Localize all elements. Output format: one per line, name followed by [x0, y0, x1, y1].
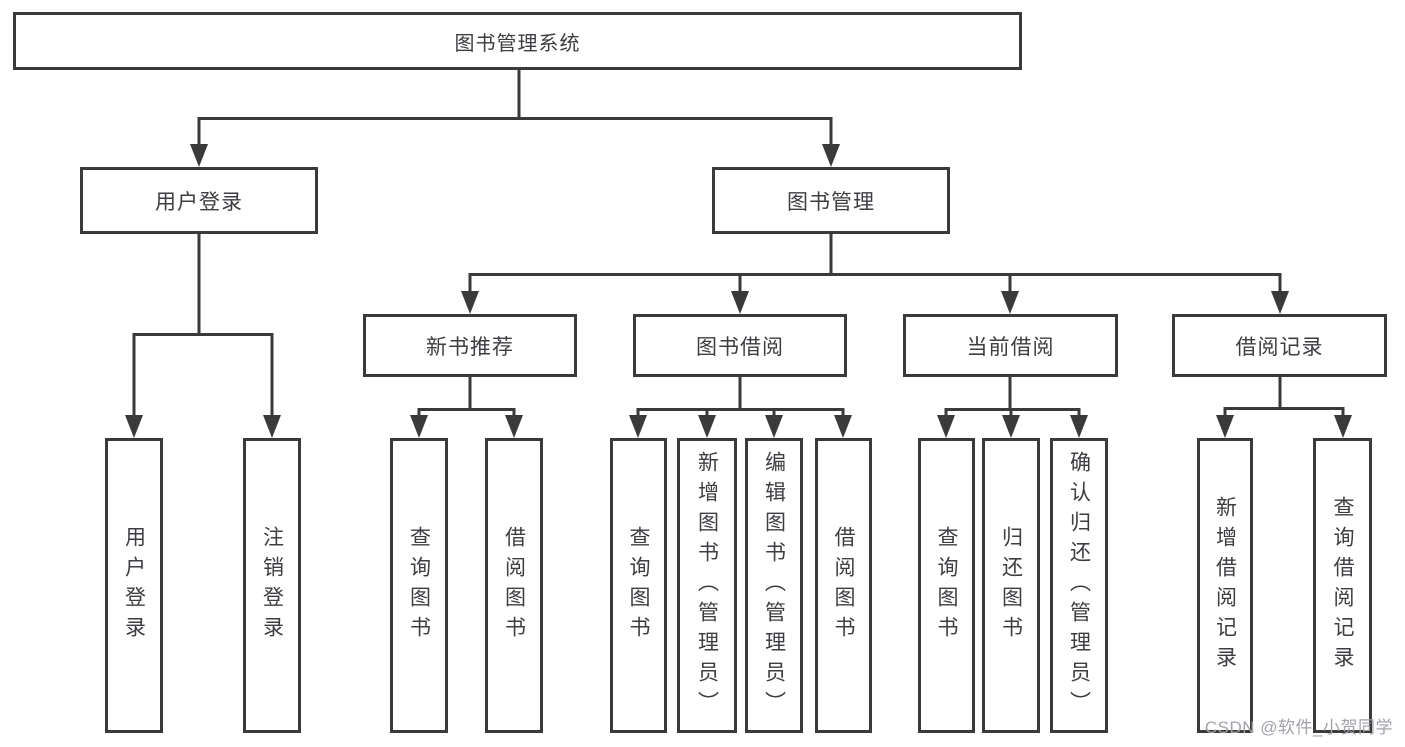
leaf-current-query-books: 查询图书 [918, 438, 975, 733]
node-user-login-label: 用户登录 [155, 190, 243, 214]
node-new-book-recommendation: 新书推荐 [363, 314, 577, 377]
node-borrowing-records-label: 借阅记录 [1235, 335, 1324, 359]
node-current-borrowing: 当前借阅 [903, 314, 1118, 377]
leaf-recommend-borrow-books-label: 借阅图书 [502, 525, 526, 646]
leaf-logout-login-label: 注销登录 [260, 525, 284, 646]
leaf-borrowing-borrow-books-label: 借阅图书 [832, 525, 855, 646]
leaf-logout-login: 注销登录 [243, 438, 301, 733]
leaf-borrowing-query-books-label: 查询图书 [627, 525, 650, 646]
leaf-user-login-label: 用户登录 [122, 525, 146, 646]
leaf-current-confirm-return-admin: 确认归还（管理员） [1050, 438, 1108, 733]
leaf-current-return-books-label: 归还图书 [999, 525, 1023, 646]
leaf-records-add-record-label: 新增借阅记录 [1213, 495, 1237, 676]
watermark-text: CSDN @软件_小贺同学 [1204, 718, 1393, 737]
node-library-system-label: 图书管理系统 [454, 32, 581, 55]
leaf-user-login: 用户登录 [105, 438, 163, 733]
node-library-system: 图书管理系统 [13, 12, 1022, 70]
leaf-records-query-record: 查询借阅记录 [1313, 438, 1372, 733]
node-book-borrowing: 图书借阅 [633, 314, 847, 377]
node-borrowing-records: 借阅记录 [1172, 314, 1387, 377]
node-user-login: 用户登录 [80, 167, 318, 234]
node-current-borrowing-label: 当前借阅 [966, 335, 1055, 359]
leaf-recommend-query-books-label: 查询图书 [407, 525, 431, 646]
leaf-records-add-record: 新增借阅记录 [1197, 438, 1253, 733]
leaf-recommend-query-books: 查询图书 [390, 438, 448, 733]
node-new-book-recommendation-label: 新书推荐 [426, 335, 514, 359]
node-book-management-label: 图书管理 [787, 190, 875, 214]
leaf-borrowing-edit-books-admin-label: 编辑图书（管理员） [762, 450, 786, 721]
leaf-recommend-borrow-books: 借阅图书 [485, 438, 543, 733]
leaf-borrowing-edit-books-admin: 编辑图书（管理员） [745, 438, 803, 733]
leaf-borrowing-add-books-admin: 新增图书（管理员） [677, 438, 737, 733]
leaf-borrowing-borrow-books: 借阅图书 [815, 438, 872, 733]
node-book-borrowing-label: 图书借阅 [696, 335, 784, 359]
leaf-current-confirm-return-admin-label: 确认归还（管理员） [1067, 450, 1091, 721]
node-book-management: 图书管理 [712, 167, 950, 234]
leaf-borrowing-query-books: 查询图书 [610, 438, 667, 733]
leaf-records-query-record-label: 查询借阅记录 [1331, 495, 1354, 676]
leaf-current-query-books-label: 查询图书 [935, 525, 958, 646]
leaf-borrowing-add-books-admin-label: 新增图书（管理员） [695, 450, 719, 721]
leaf-current-return-books: 归还图书 [982, 438, 1040, 733]
